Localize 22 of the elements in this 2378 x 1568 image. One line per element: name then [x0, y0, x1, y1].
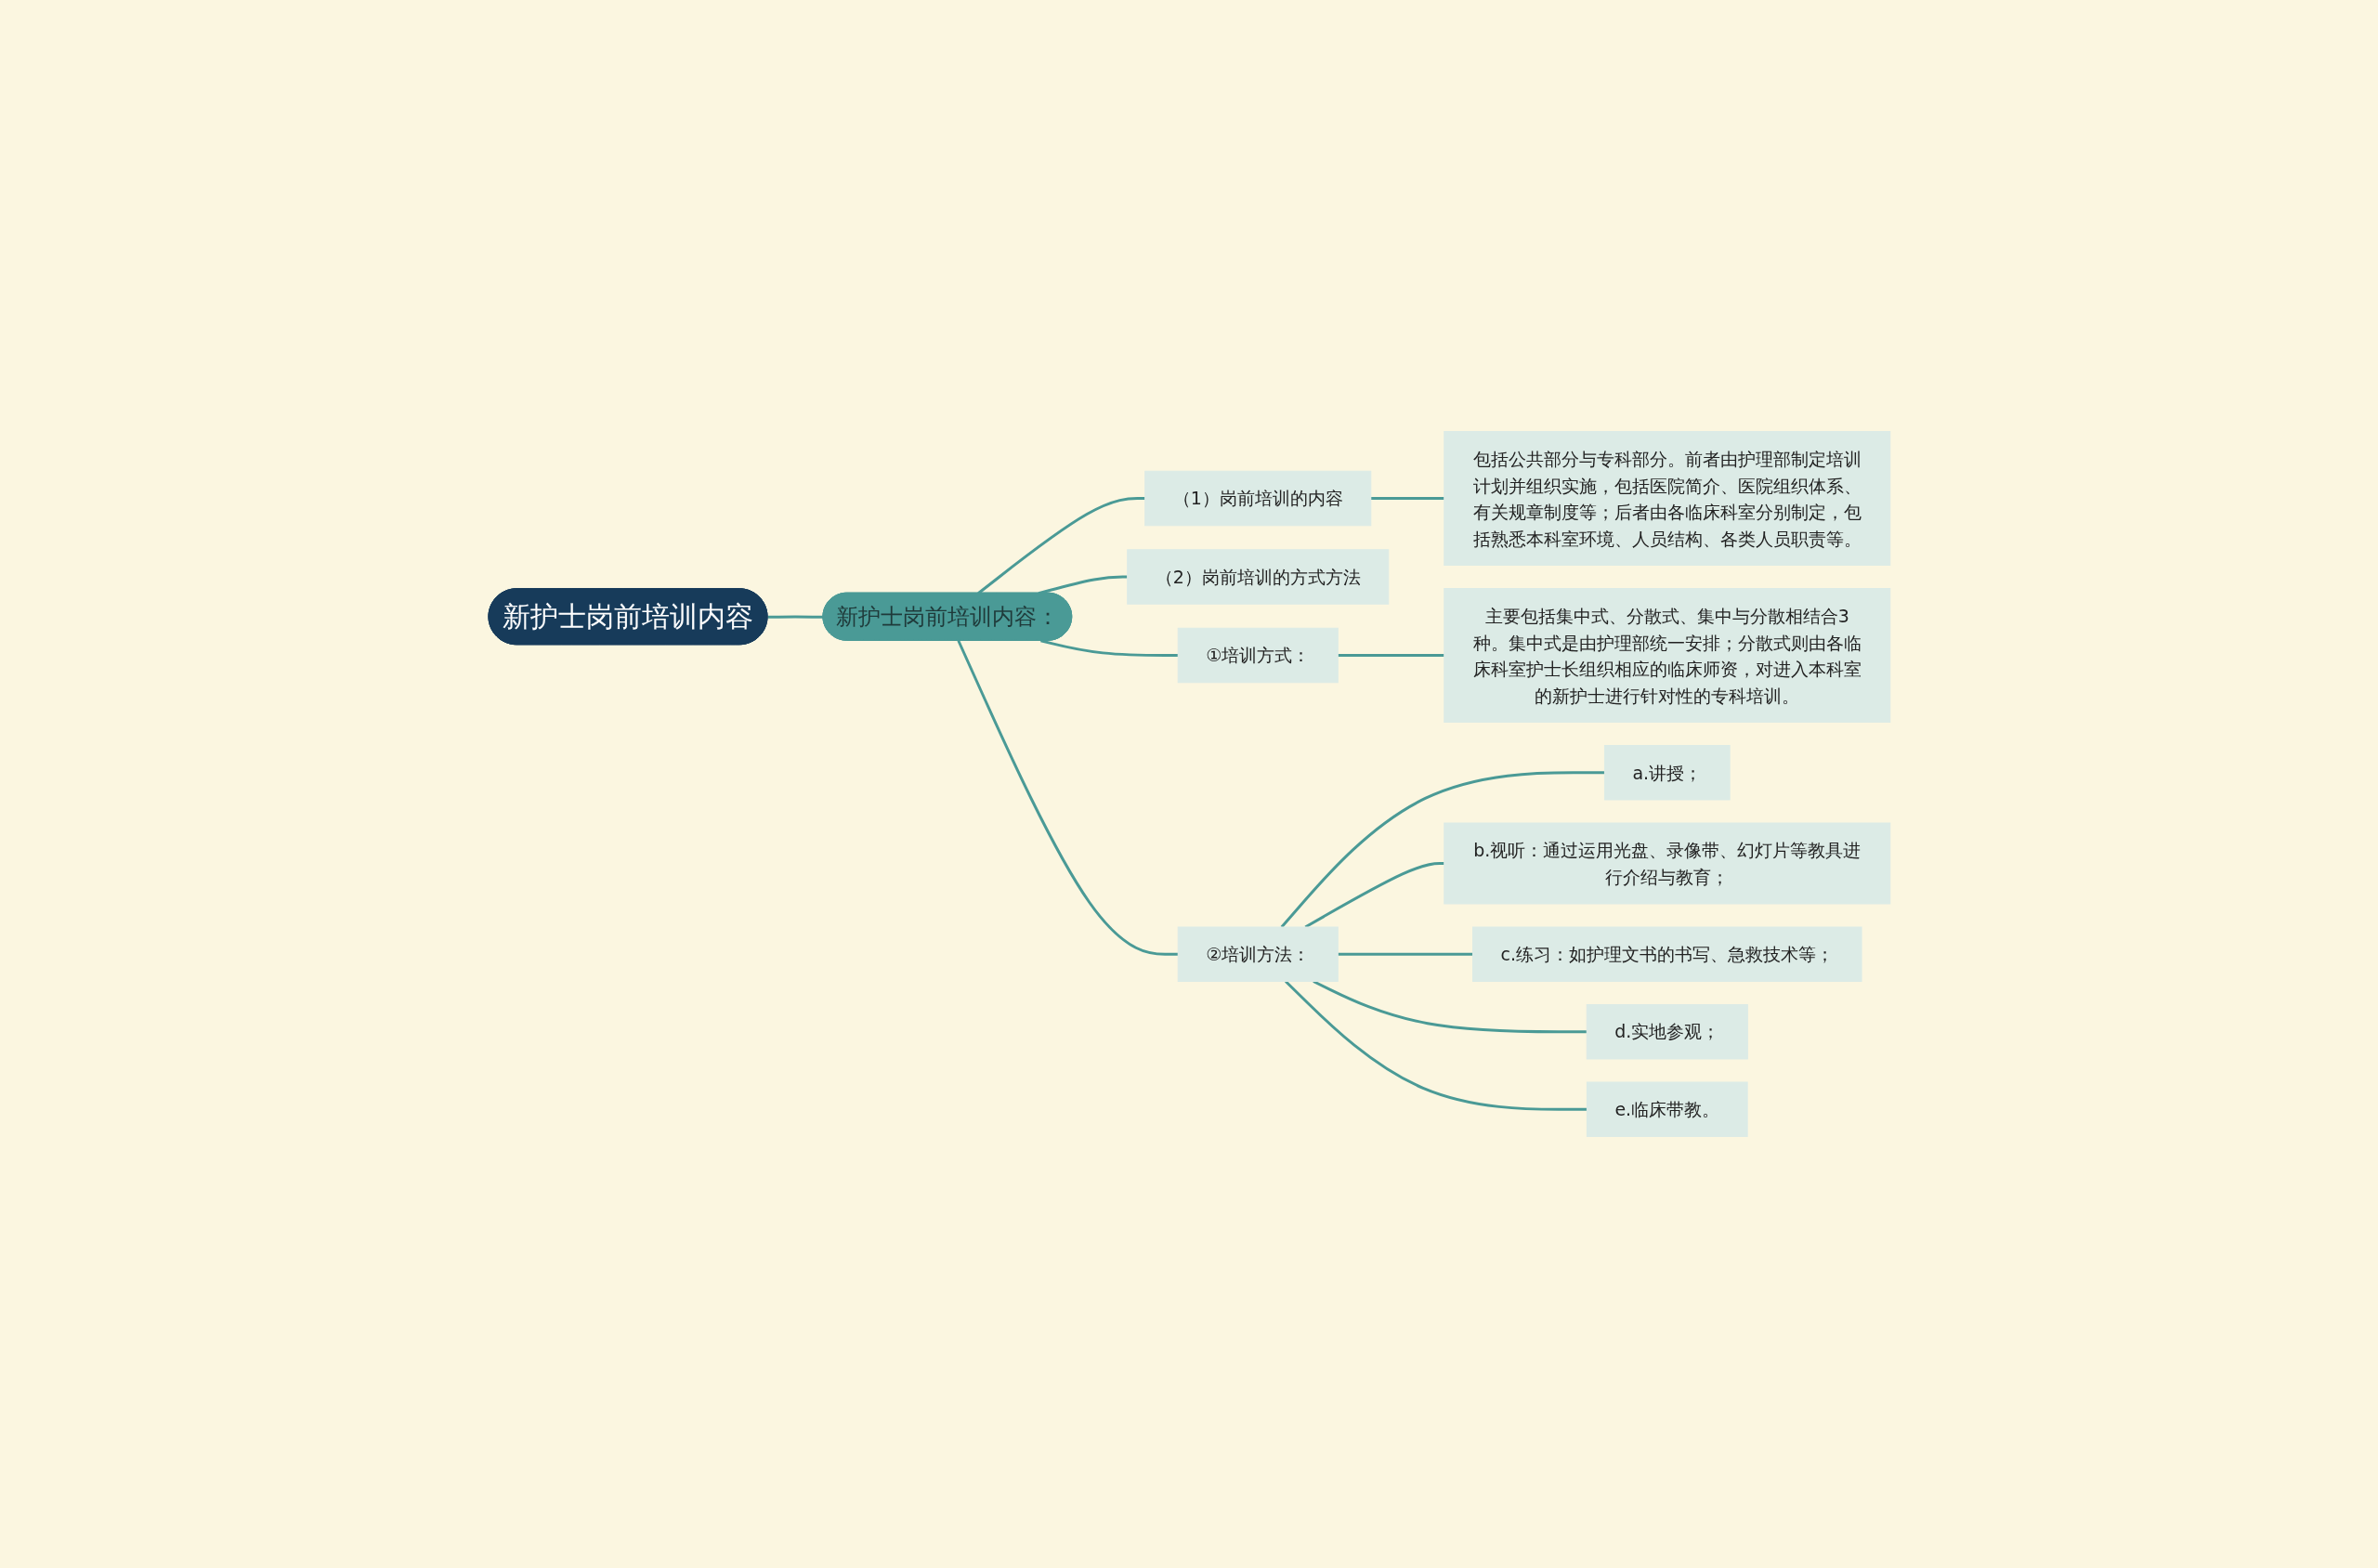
connector — [1337, 952, 1473, 956]
connector — [1304, 862, 1444, 929]
node-box: 包括公共部分与专科部分。前者由护理部制定培训计划并组织实施，包括医院简介、医院组织体系、有关规章制度等；后者由各临床科室分别制定，包括熟悉本科室环境、人员结构、各类人员职责等。 — [1443, 431, 1890, 566]
connector — [1337, 654, 1444, 657]
node-box: （1）岗前培训的内容 — [1143, 470, 1371, 527]
connector — [767, 615, 824, 619]
connector — [957, 640, 1178, 956]
connector — [1284, 980, 1588, 1111]
node-box: 主要包括集中式、分散式、集中与分散相结合3种。集中式是由护理部统一安排；分散式则由各临床科室护士长组织相应的临床师资，对进入本科室的新护士进行针对性的专科培训。 — [1443, 588, 1890, 723]
connector — [1280, 771, 1605, 928]
node-box: （2）岗前培训的方式方法 — [1126, 549, 1389, 605]
node-box: a.讲授； — [1603, 745, 1731, 801]
node-box: d.实地参观； — [1586, 1004, 1748, 1060]
node-box: e.临床带教。 — [1586, 1081, 1748, 1137]
node-box: b.视听：通过运用光盘、录像带、幻灯片等教具进行介绍与教育； — [1443, 822, 1890, 905]
connector — [976, 497, 1145, 595]
connector — [1312, 980, 1587, 1034]
connector — [1039, 639, 1178, 657]
node-box: ①培训方式： — [1177, 627, 1339, 684]
node-box: c.练习：如护理文书的书写、急救技术等； — [1471, 926, 1862, 982]
connector — [1370, 497, 1444, 500]
node-box: ②培训方法： — [1177, 926, 1339, 982]
